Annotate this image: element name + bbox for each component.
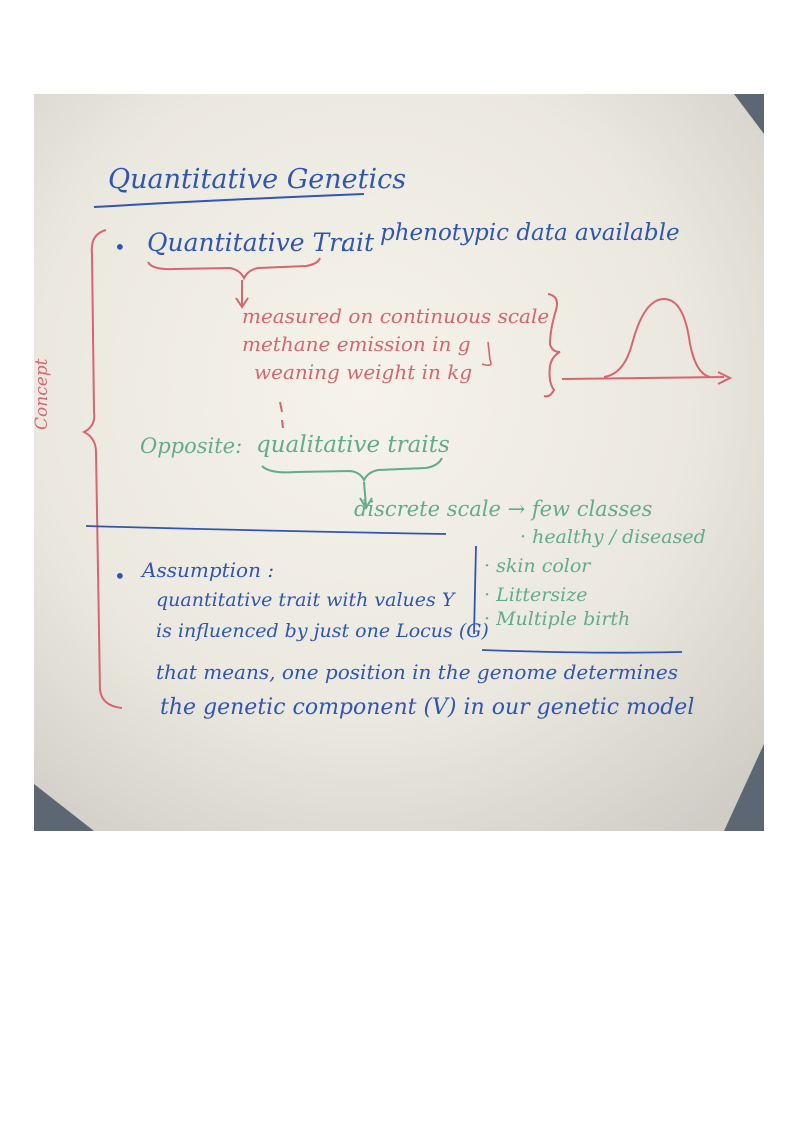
concept-side-label: Concept	[32, 358, 52, 431]
board-surface	[34, 94, 764, 831]
board-title: Quantitative Genetics	[108, 164, 407, 195]
quantitative-trait-label: Quantitative Trait	[147, 228, 375, 257]
measured-line-1: measured on continuous scale	[242, 304, 550, 328]
example-3: · Littersize	[484, 584, 588, 606]
assumption-line-3: that means, one position in the genome d…	[156, 660, 679, 684]
colon: :	[340, 228, 349, 257]
example-1: · healthy / diseased	[520, 526, 706, 548]
example-4: · Multiple birth	[484, 608, 631, 630]
phenotypic-data-text: phenotypic data available	[380, 220, 680, 246]
board-background	[34, 94, 764, 831]
bullet-dot-1: •	[114, 235, 126, 259]
qualitative-traits-text: qualitative traits	[256, 432, 450, 458]
assumption-line-1: quantitative trait with values Y	[156, 589, 455, 611]
example-2: · skin color	[484, 555, 591, 577]
discrete-scale-text: discrete scale → few classes	[354, 497, 653, 521]
measured-line-3: weaning weight in kg	[254, 360, 473, 384]
whiteboard-photo: Quantitative Genetics • Quantitative Tra…	[32, 94, 764, 831]
assumption-heading: Assumption :	[142, 558, 275, 582]
bullet-dot-2: •	[114, 564, 126, 588]
measured-line-2: methane emission in g	[242, 332, 471, 356]
assumption-line-4: the genetic component (V) in our genetic…	[160, 695, 695, 720]
assumption-line-2: is influenced by just one Locus (G)	[156, 620, 489, 642]
opposite-label: Opposite:	[140, 434, 243, 458]
